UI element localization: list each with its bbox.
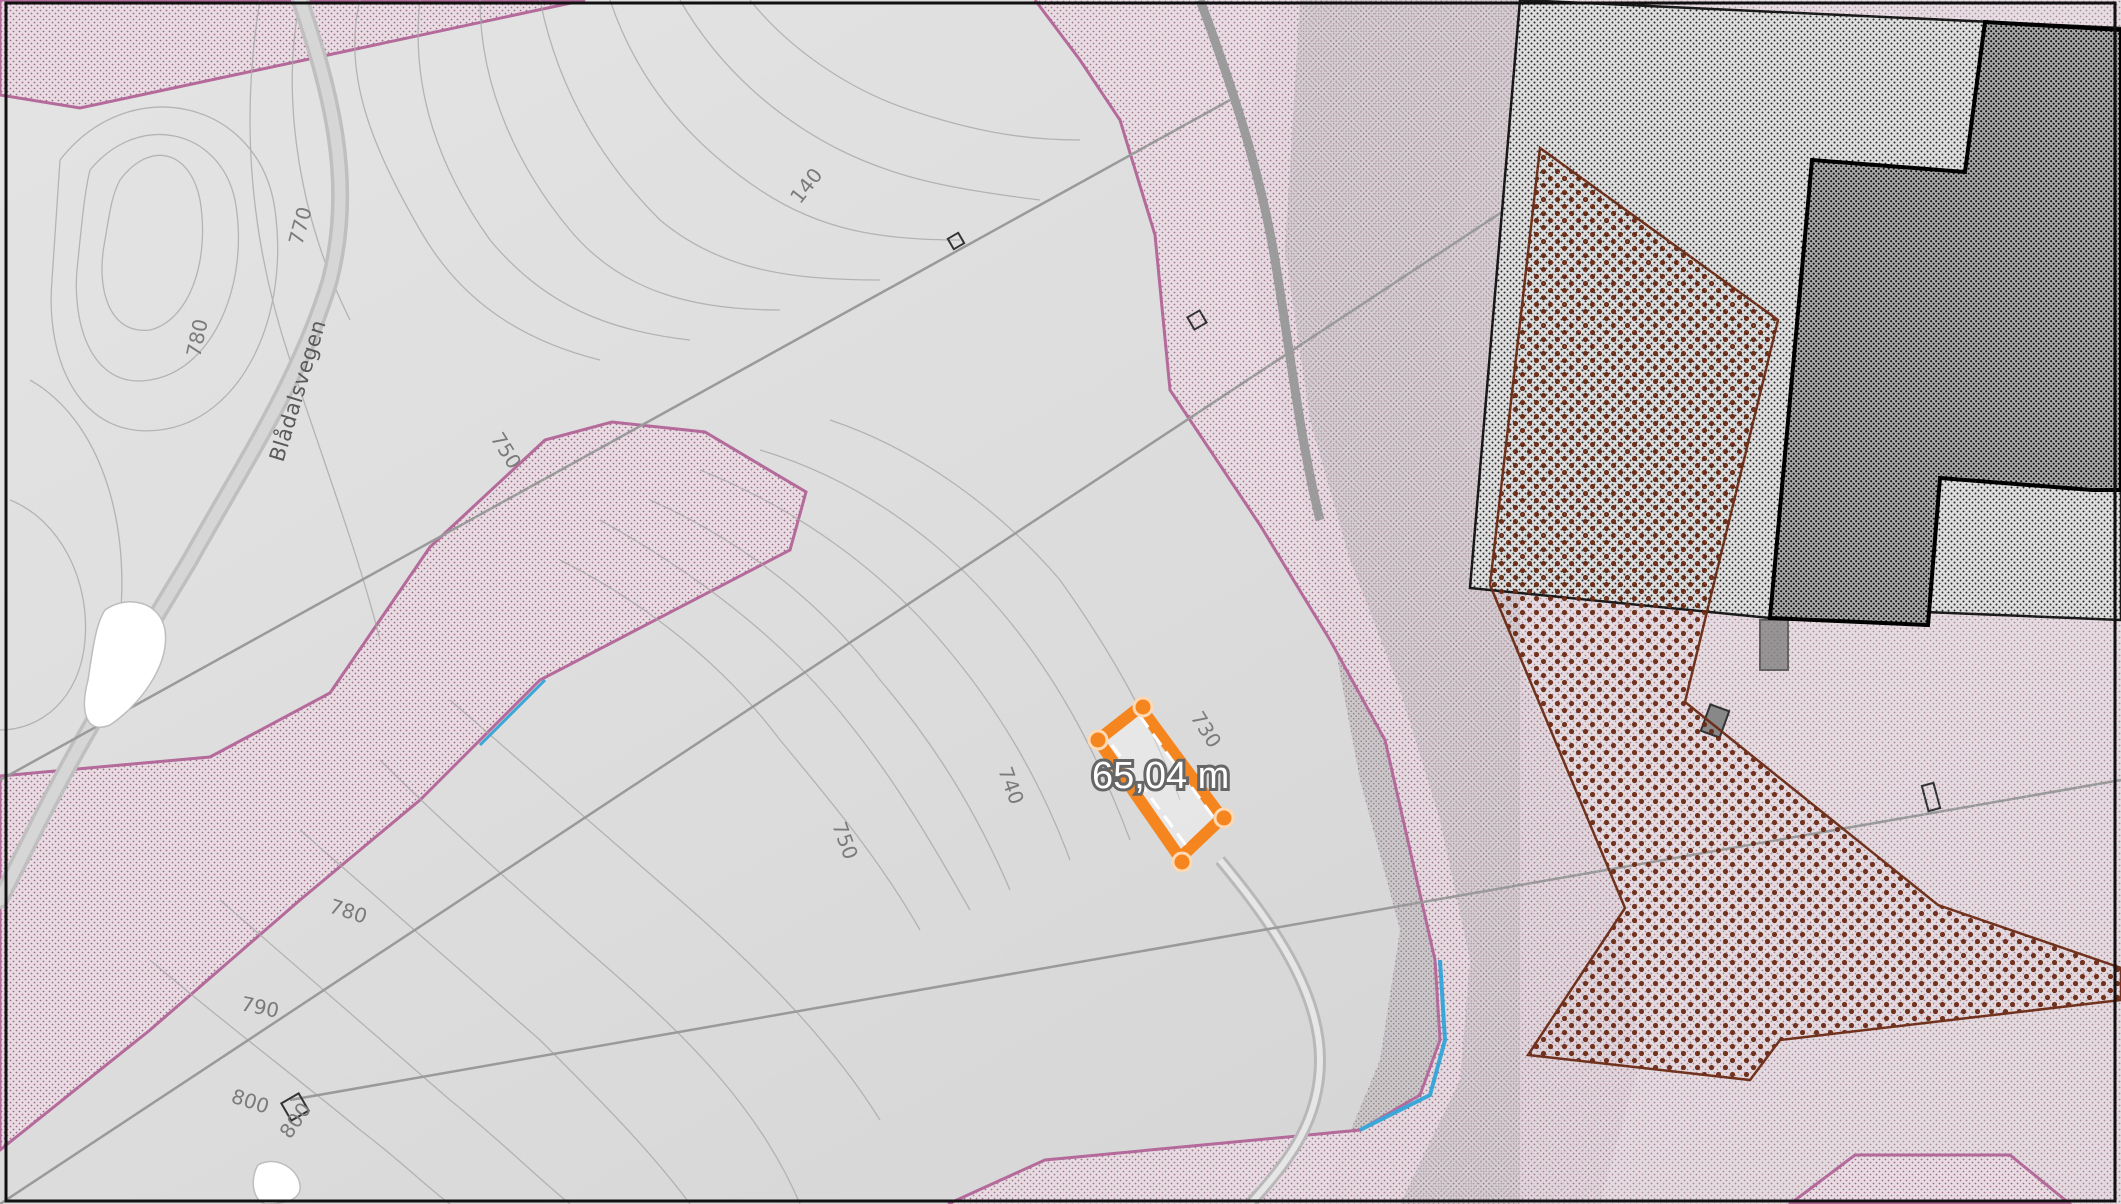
measurement-handle[interactable] [1087, 729, 1109, 751]
map-frame [4, 1, 2117, 1203]
contour-lines [0, 0, 1181, 1204]
road-bladalsvegen [0, 0, 350, 909]
valley-stipple-overlay [1285, 0, 1520, 1204]
zone-left-band [0, 420, 808, 1152]
measurement-handle[interactable] [1171, 851, 1193, 873]
boundary-blue [1359, 959, 1448, 1132]
measurement-tool[interactable]: 65,04 m [1087, 696, 1235, 873]
measurement-label: 65,04 m [1092, 755, 1229, 797]
boundary-blue-left [478, 678, 547, 747]
pylon-markers [279, 231, 1942, 1123]
measurement-handle[interactable] [1213, 807, 1235, 829]
lake-left [83, 601, 167, 728]
zone-bottom-right [1787, 1153, 2073, 1204]
hatched-zone-brown [1488, 145, 2121, 1082]
measurement-handle[interactable] [1132, 696, 1154, 718]
building-zone-dense [1767, 19, 2121, 628]
road-right [1195, 0, 1327, 1204]
